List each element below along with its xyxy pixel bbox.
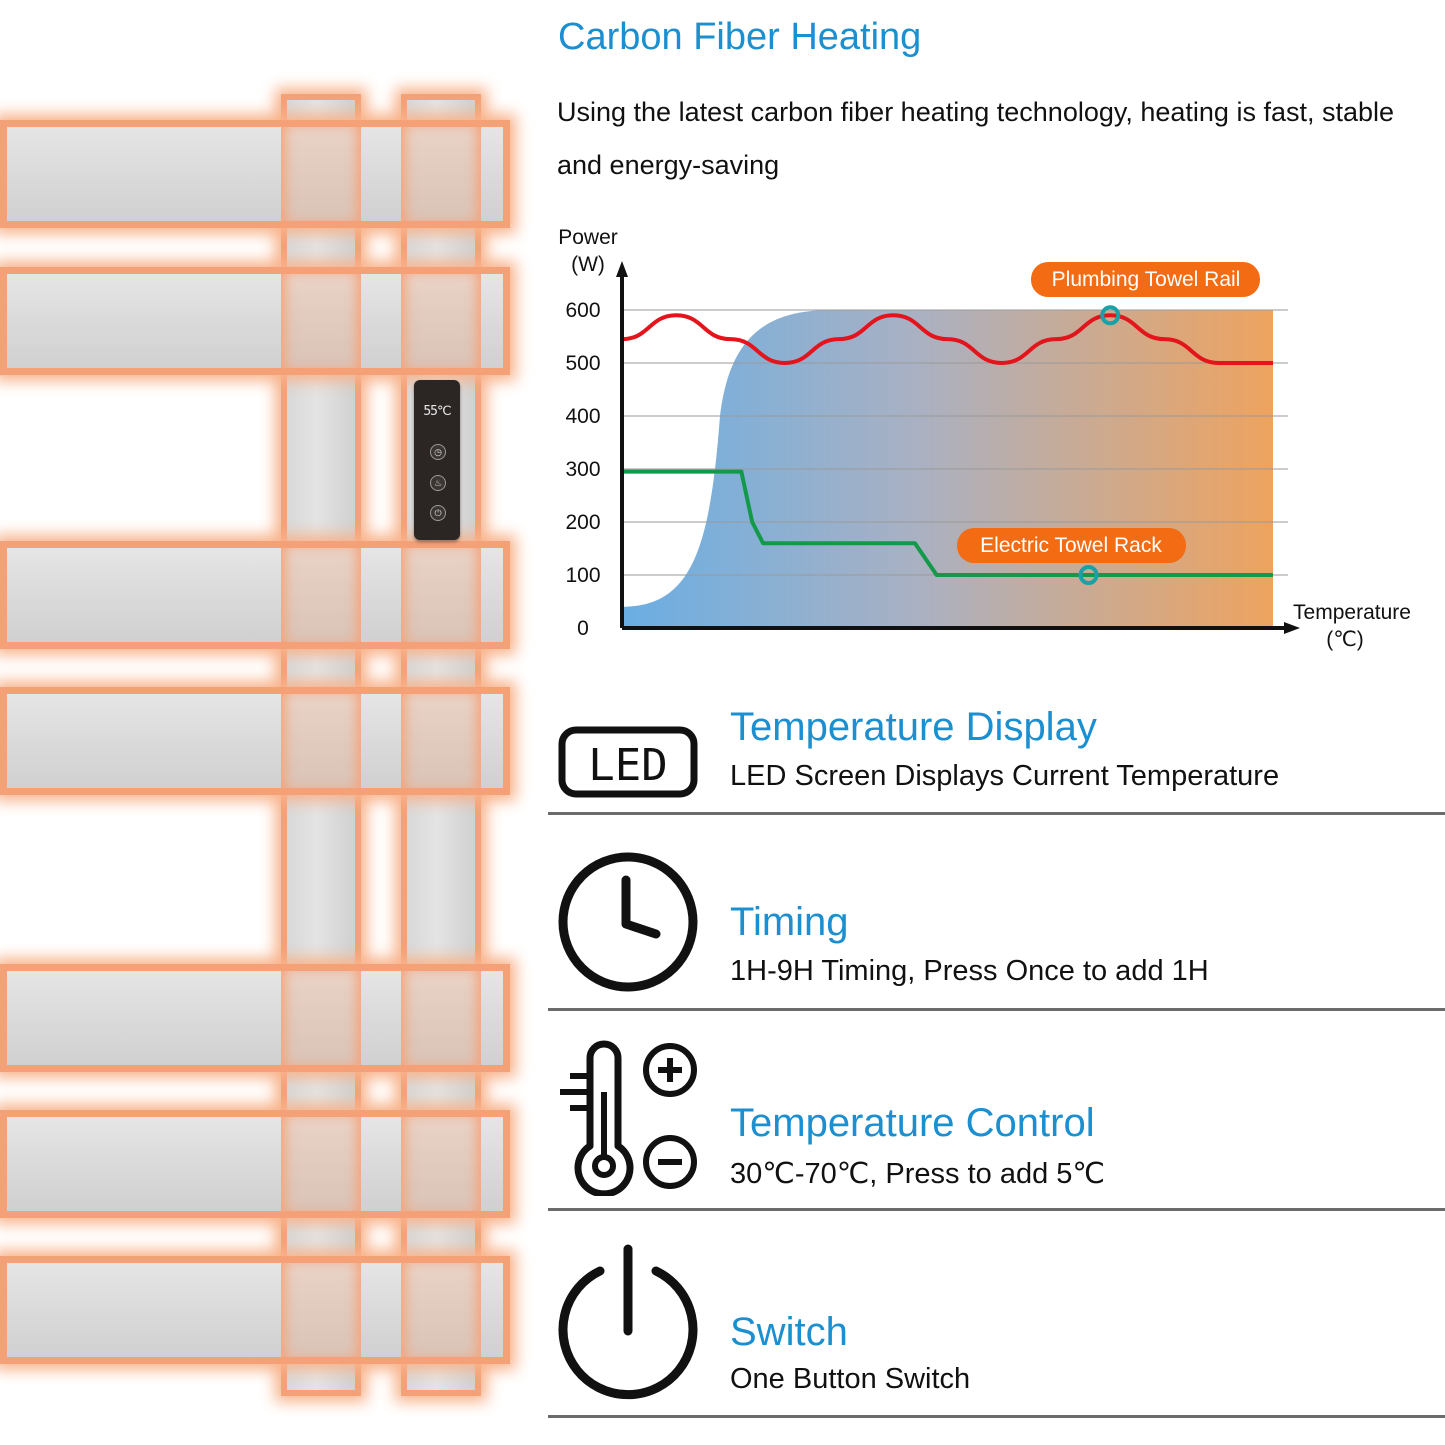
y-tick-label: 600 xyxy=(565,299,600,322)
controller-thermometer-icon: ♨ xyxy=(430,475,446,491)
rack-bar xyxy=(0,1110,510,1218)
rack-joint xyxy=(401,120,481,228)
plus-icon xyxy=(643,1043,697,1097)
legend-label: Plumbing Towel Rail xyxy=(1052,268,1241,291)
rack-joint xyxy=(281,1110,361,1218)
rack-joint xyxy=(281,541,361,649)
rack-joint xyxy=(281,964,361,1072)
x-axis-label: Temperature xyxy=(1293,601,1411,624)
marker-plumbing-towel-rail xyxy=(1100,305,1121,326)
controller-power-icon: ⏻ xyxy=(430,505,446,521)
power-icon xyxy=(558,1244,698,1400)
rack-bar xyxy=(0,267,510,375)
power-temperature-chart: 0 100 200 300 400 500 600 Power (W) Temperatur… xyxy=(558,226,1411,651)
feature-desc-temperature-control: 30℃-70℃, Press to add 5℃ xyxy=(730,1158,1105,1190)
divider xyxy=(548,1008,1445,1011)
feature-title-timing: Timing xyxy=(730,900,849,944)
x-axis-arrow xyxy=(1284,622,1300,634)
legend-badge xyxy=(1031,262,1260,297)
y-tick-label: 100 xyxy=(565,564,600,587)
led-icon: LED xyxy=(558,726,698,798)
y-tick-label: 0 xyxy=(577,617,589,640)
rack-bar xyxy=(0,541,510,649)
y-axis-label: Power xyxy=(558,226,618,249)
rack-joint xyxy=(281,687,361,795)
legend-plumbing-towel-rail: Plumbing Towel Rail xyxy=(1031,262,1260,297)
legend-electric-towel-rack: Electric Towel Rack xyxy=(957,528,1186,563)
thermometer-icon xyxy=(560,1040,697,1196)
rack-joint xyxy=(401,687,481,795)
divider xyxy=(548,1415,1445,1418)
y-tick-label: 200 xyxy=(565,511,600,534)
minus-icon xyxy=(643,1135,697,1189)
rack-bar xyxy=(0,1256,510,1364)
rack-bar xyxy=(0,120,510,228)
feature-title-temperature-display: Temperature Display xyxy=(730,705,1097,749)
y-tick-label: 500 xyxy=(565,352,600,375)
rack-joint xyxy=(401,1110,481,1218)
divider xyxy=(548,812,1445,815)
towel-rack-illustration: 55℃ ◷ ♨ ⏻ xyxy=(0,0,520,1445)
x-axis-unit: (℃) xyxy=(1326,628,1364,651)
marker-electric-towel-rack xyxy=(1078,565,1099,585)
rack-joint xyxy=(281,120,361,228)
rack-joint xyxy=(281,267,361,375)
rack-joint xyxy=(401,267,481,375)
legend-badge xyxy=(957,528,1186,563)
rack-controller: 55℃ ◷ ♨ ⏻ xyxy=(414,380,460,540)
rack-bar xyxy=(0,687,510,795)
chart-series xyxy=(621,305,1273,585)
rack-joint xyxy=(401,1256,481,1364)
feature-desc-timing: 1H-9H Timing, Press Once to add 1H xyxy=(730,955,1209,987)
y-axis-unit: (W) xyxy=(571,253,605,276)
feature-title-temperature-control: Temperature Control xyxy=(730,1101,1095,1145)
rack-bar xyxy=(0,964,510,1072)
rack-joint xyxy=(401,541,481,649)
divider xyxy=(548,1208,1445,1211)
feature-title-switch: Switch xyxy=(730,1310,848,1354)
y-tick-label: 300 xyxy=(565,458,600,481)
rack-joint xyxy=(281,1256,361,1364)
legend-label: Electric Towel Rack xyxy=(980,534,1162,557)
series-plumbing-towel-rail xyxy=(621,313,1273,366)
feature-desc-temperature-display: LED Screen Displays Current Temperature xyxy=(730,760,1280,792)
controller-display: 55℃ xyxy=(423,404,451,419)
feature-desc-switch: One Button Switch xyxy=(730,1363,971,1395)
chart-ticks: 0 100 200 300 400 500 600 xyxy=(565,299,600,640)
chart-axes xyxy=(616,261,1300,634)
clock-icon xyxy=(558,852,698,992)
controller-timer-icon: ◷ xyxy=(430,444,446,460)
rack-joint xyxy=(401,964,481,1072)
y-tick-label: 400 xyxy=(565,405,600,428)
page-title: Carbon Fiber Heating xyxy=(558,16,922,58)
led-icon-text: LED xyxy=(588,740,667,791)
series-electric-towel-rack xyxy=(622,469,1273,577)
y-axis-arrow xyxy=(616,261,628,277)
intro-text: Using the latest carbon fiber heating te… xyxy=(557,97,1395,180)
